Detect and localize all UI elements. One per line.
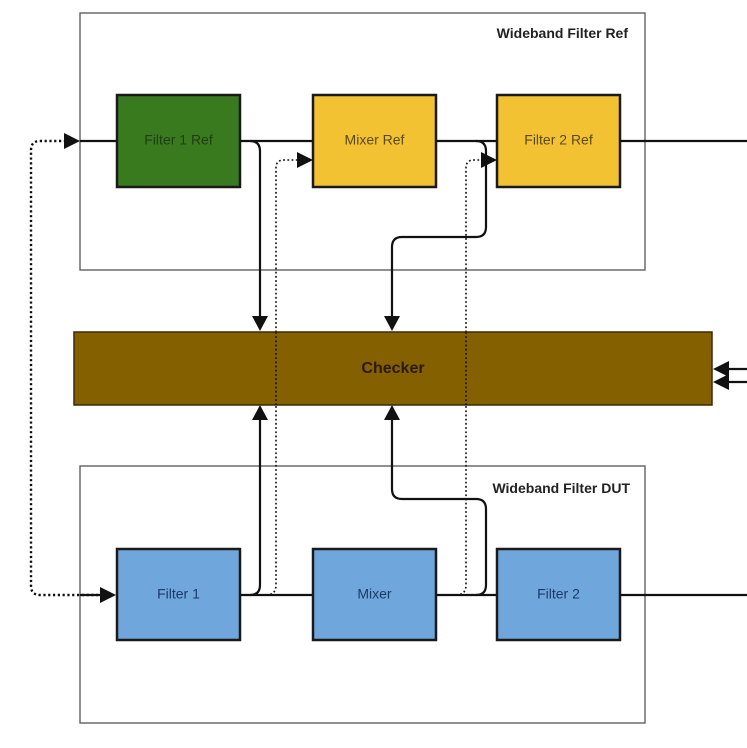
arrow-into-ref-chain (64, 133, 80, 149)
block-label: Mixer (357, 586, 392, 602)
group-title-dut: Wideband Filter DUT (492, 480, 630, 496)
wire-filter1ref-to-checker (249, 139, 262, 318)
group-title-ref: Wideband Filter Ref (497, 25, 629, 41)
wire-filter1-to-checker (249, 418, 262, 597)
block-mixer[interactable]: Mixer (311, 547, 438, 642)
block-label: Mixer Ref (345, 132, 405, 148)
arrow-filter1ref-checker (252, 316, 268, 331)
arrow-into-filter2ref (481, 152, 497, 168)
wire-filter1-to-mixerref-dotted (265, 159, 298, 596)
block-label: Filter 1 Ref (144, 132, 213, 148)
block-mixer-ref[interactable]: Mixer Ref (311, 93, 438, 189)
wire-stimulus-dotted (29, 139, 100, 597)
arrow-mixerref-checker (384, 316, 400, 331)
arrow-dut-output-checker (713, 374, 729, 390)
arrow-into-mixerref (297, 152, 313, 168)
block-label: Filter 2 Ref (524, 132, 593, 148)
block-checker[interactable]: Checker (73, 331, 713, 406)
block-filter2-ref[interactable]: Filter 2 Ref (495, 93, 622, 189)
block-filter1[interactable]: Filter 1 (115, 547, 242, 642)
arrow-filter1-checker (252, 405, 268, 420)
arrow-mixer-checker (384, 405, 400, 420)
wire-mixerref-to-checker (390, 139, 488, 318)
arrow-into-filter1 (100, 587, 116, 603)
block-label: Checker (361, 360, 424, 377)
block-label: Filter 2 (537, 586, 580, 602)
arrow-ref-output-checker (713, 361, 729, 377)
block-filter1-ref[interactable]: Filter 1 Ref (115, 93, 242, 189)
wire-mixer-to-filter2ref-dotted (455, 159, 482, 596)
wire-mixer-to-checker (390, 418, 488, 597)
block-label: Filter 1 (157, 586, 200, 602)
block-filter2[interactable]: Filter 2 (495, 547, 622, 642)
